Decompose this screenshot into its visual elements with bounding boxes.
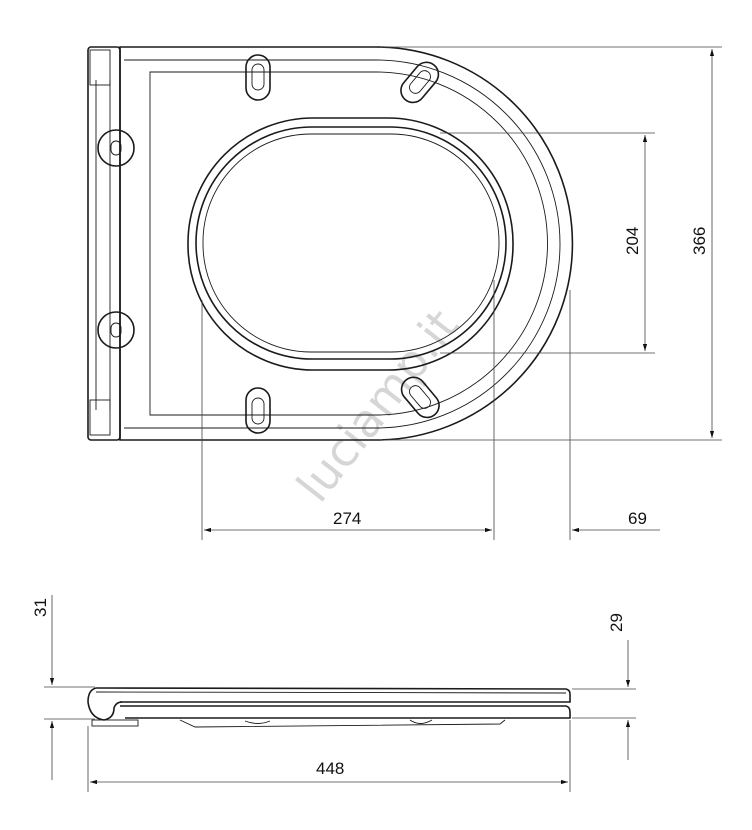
watermark: luciamp.it: [286, 299, 469, 512]
dimension-label-31: 31: [31, 598, 50, 617]
dimension-31: 31: [31, 595, 95, 780]
dimension-label-204: 204: [623, 227, 642, 255]
dimension-448: 448: [87, 720, 571, 792]
dimension-label-29: 29: [607, 613, 626, 632]
seat-opening: [187, 117, 514, 371]
seat-side-view: [87, 687, 571, 728]
hinge-top: [97, 129, 135, 167]
seat-top-view: [87, 46, 574, 441]
dimension-366: 366: [380, 46, 722, 441]
dimension-204: 204: [440, 132, 655, 354]
dimension-69: 69: [569, 290, 660, 540]
dimension-label-448: 448: [316, 759, 344, 778]
dimension-label-274: 274: [333, 509, 361, 528]
dimension-274: 274: [201, 280, 495, 540]
dimension-label-366: 366: [690, 227, 709, 255]
bumper-pads: [245, 54, 440, 434]
dimension-label-69: 69: [628, 509, 647, 528]
dimension-29: 29: [572, 613, 636, 760]
hinge-bottom: [97, 311, 135, 349]
